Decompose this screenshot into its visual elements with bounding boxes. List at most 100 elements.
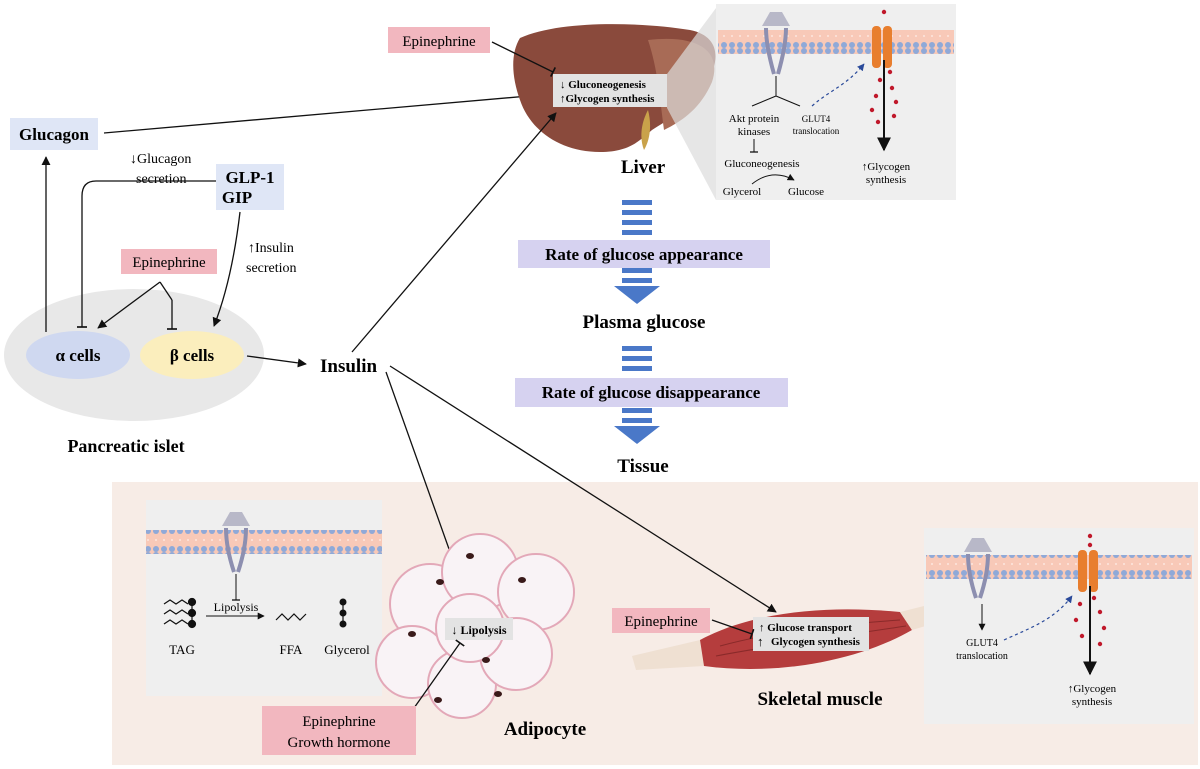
epinephrine-liver-label: Epinephrine [402, 34, 476, 50]
glycerol-to-glucose-arrow [751, 173, 795, 185]
insulin-receptor-icon [762, 12, 790, 75]
glp1-label: GLP-1 [225, 168, 274, 187]
liver-label: Liver [621, 157, 666, 178]
glp1-inhibits-alpha [76, 180, 216, 328]
adipo-hormone-2: Growth hormone [288, 735, 391, 751]
epinephrine-islet-box [121, 249, 217, 274]
adipocyte-inset-panel [146, 500, 382, 696]
liver-gluconeogenesis-label: Gluconeogenesis [724, 158, 799, 170]
rate-disappearance-box [515, 378, 788, 407]
liver-effect-2: ↑Glycogen synthesis [560, 93, 655, 105]
adipocyte-cluster [375, 533, 575, 719]
glycerol-molecule-icon [339, 598, 347, 628]
liver-glycerol-label: Glycerol [723, 186, 761, 198]
gallbladder [641, 110, 651, 150]
liver-akt-label-1: Akt protein [729, 113, 780, 125]
epinephrine-inhibits-muscle [711, 619, 755, 640]
adipocyte-inset-membrane [146, 530, 382, 554]
rate-disappearance-label: Rate of glucose disappearance [542, 383, 761, 402]
liver-glut4-translocation-arrow [811, 63, 865, 107]
adipocyte-receptor-icon [222, 512, 250, 573]
muscle-glycogen-label-1: ↑Glycogen [1068, 683, 1117, 695]
beta-cells-label: β cells [170, 346, 215, 365]
muscle-effect-box [753, 617, 869, 651]
muscle-glut4-channel-icon [1078, 550, 1098, 592]
muscle-effect-1: ↑ Glucose transport [759, 622, 852, 634]
muscle-glut4-label-1: GLUT4 [966, 638, 998, 649]
alpha-cells-shape [26, 331, 130, 379]
liver-glut4-label-1: GLUT4 [802, 114, 831, 124]
pancreatic-islet-group: α cells β cells Pancreatic islet [4, 289, 264, 456]
islet-background [4, 289, 264, 421]
muscle-tendon-left [632, 640, 704, 670]
liver-zoom-wedge [667, 8, 716, 200]
liver-glycogen-label-1: ↑Glycogen [862, 161, 911, 173]
liver-akt-label-2: kinases [738, 126, 770, 138]
insulin-to-muscle-arrow [389, 365, 777, 613]
insulin-to-liver-arrow [351, 112, 557, 353]
liver-glucose-label: Glucose [788, 186, 824, 198]
liver-inset-membrane [718, 30, 954, 54]
muscle-glucose-dots [1073, 533, 1107, 647]
epinephrine-inhibits-liver [491, 41, 557, 78]
alpha-cells-label: α cells [56, 346, 101, 365]
adipo-effect-box [445, 618, 513, 640]
glucagon-label: Glucagon [19, 125, 89, 144]
pancreatic-islet-label: Pancreatic islet [67, 436, 184, 456]
adipo-ffa-label: FFA [280, 642, 303, 657]
ffa-molecule-icon [275, 613, 307, 621]
hormones-inhibit-lipolysis [413, 639, 465, 709]
tag-molecule-icon [163, 597, 197, 629]
muscle-glycogen-label-2: synthesis [1072, 696, 1112, 708]
insulin-secretion-label-1: ↑Insulin [248, 241, 294, 256]
liver-effect-1: ↓ Gluconeogenesis [560, 79, 647, 91]
muscle-effect-2: Glycogen synthesis [771, 636, 861, 648]
epinephrine-to-alpha-arrow [97, 281, 161, 329]
rate-appearance-box [518, 240, 770, 268]
tissue-label: Tissue [617, 456, 668, 477]
glucose-dots [869, 9, 899, 125]
liver-effect-box [553, 74, 667, 107]
adipo-lipolysis-label: Lipolysis [214, 600, 259, 614]
muscle-effect-arrow: ↑ [757, 634, 764, 649]
glucagon-secretion-label-1: ↓Glucagon [130, 152, 191, 167]
beta-cells-shape [140, 331, 244, 379]
liver-glut4-label-2: translocation [793, 126, 840, 136]
glucagon-secretion-label-2: secretion [136, 172, 187, 187]
muscle-glut4-translocation-arrow [1003, 595, 1073, 641]
epinephrine-muscle-box [612, 608, 710, 633]
adipo-glycerol-label: Glycerol [324, 642, 370, 657]
adipocyte-label: Adipocyte [504, 719, 586, 740]
glp1-gip-box [216, 164, 284, 210]
glucagon-to-liver-inhibit [103, 89, 542, 134]
adipocyte-nuclei [408, 553, 526, 703]
islet-connectors [41, 89, 542, 368]
epinephrine-islet-label: Epinephrine [132, 255, 206, 271]
beta-to-insulin-arrow [246, 355, 307, 368]
glucose-flow [614, 200, 660, 444]
liver-glycogen-label-2: synthesis [866, 174, 906, 186]
epinephrine-liver-box [388, 27, 490, 53]
rate-appearance-label: Rate of glucose appearance [545, 245, 743, 264]
adipo-hormone-1: Epinephrine [302, 714, 376, 730]
adipo-hormones-box [262, 706, 416, 755]
adipo-effect-label: ↓ Lipolysis [451, 623, 506, 637]
liver-inset: Akt protein kinases GLUT4 translocation … [716, 4, 956, 200]
glut4-channel-icon [872, 26, 892, 68]
muscle-inset: GLUT4 translocation ↑Glycogen synthesis [924, 528, 1194, 724]
glp1-stimulates-beta [212, 211, 241, 327]
epinephrine-muscle-label: Epinephrine [624, 614, 698, 630]
adipocyte-inset: Lipolysis TAG FFA Glycerol [146, 500, 382, 696]
muscle-receptor-icon [964, 538, 992, 599]
liver-akt-branch [751, 76, 801, 107]
insulin-label: Insulin [320, 356, 377, 377]
muscle-glut4-label-2: translocation [956, 651, 1008, 662]
insulin-secretion-label-2: secretion [246, 261, 297, 276]
glucagon-box [10, 118, 98, 150]
skeletal-muscle-label: Skeletal muscle [757, 689, 882, 710]
plasma-glucose-label: Plasma glucose [583, 312, 706, 333]
muscle-inset-membrane [926, 555, 1192, 579]
gip-label: GIP [222, 188, 252, 207]
epinephrine-bracket [159, 281, 173, 301]
